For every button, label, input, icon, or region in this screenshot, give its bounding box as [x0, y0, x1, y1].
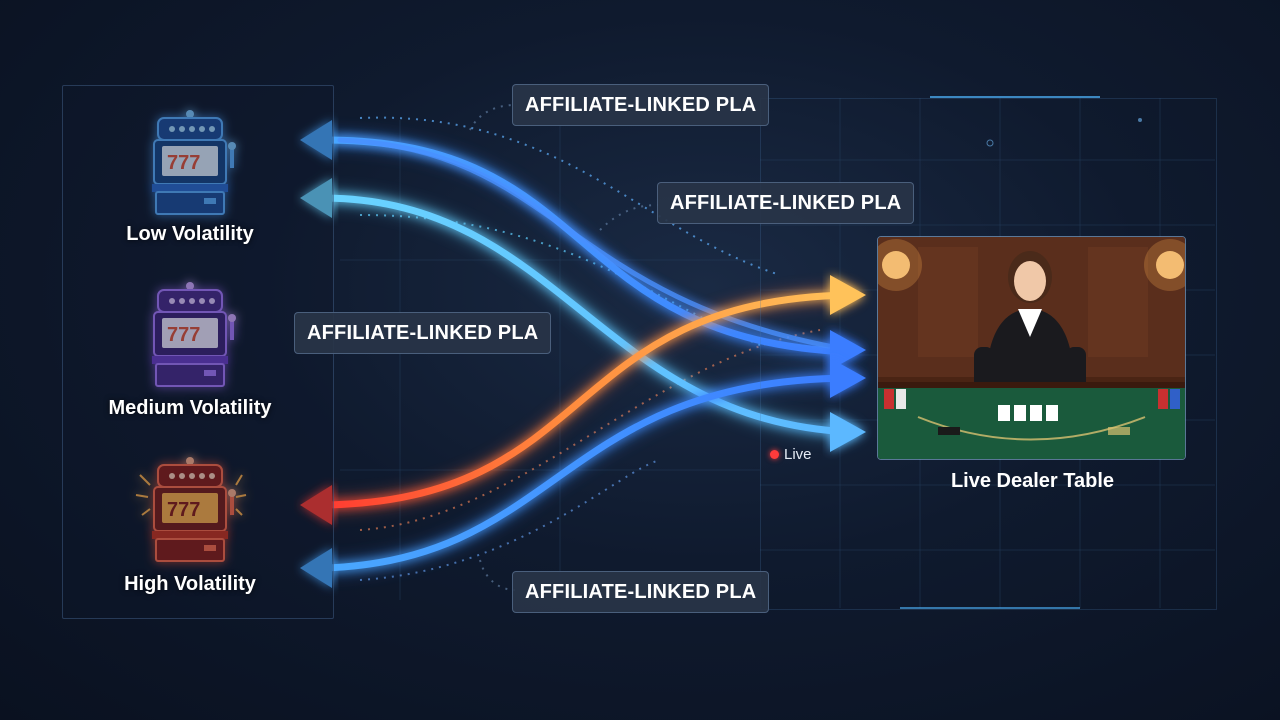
- dealer-frame: [760, 98, 1217, 610]
- background-grid: [340, 96, 1215, 609]
- live-text: Live: [784, 446, 812, 463]
- arrowhead-right-3: [830, 358, 866, 398]
- svg-text:777: 777: [167, 152, 200, 174]
- arrowhead-right-2: [830, 330, 866, 370]
- svg-text:777: 777: [167, 324, 200, 346]
- arrowhead-right-1: [830, 275, 866, 315]
- live-indicator: Live: [770, 446, 812, 463]
- affiliate-tag-bottom: AFFILIATE-LINKED PLA: [512, 571, 770, 613]
- slot-machine-medium-icon: 777: [152, 282, 236, 387]
- arrowhead-left-1: [300, 120, 332, 160]
- svg-text:777: 777: [167, 499, 200, 521]
- arrowhead-right-4: [830, 412, 866, 452]
- arrowhead-left-2: [300, 178, 332, 218]
- slot-machine-high-icon: 777: [135, 457, 247, 562]
- slot-volatility-panel: [62, 85, 334, 619]
- medium-volatility-label: Medium Volatility: [108, 397, 272, 419]
- live-dot-icon: [770, 450, 779, 459]
- arrowhead-left-3: [300, 485, 332, 525]
- arrowhead-left-4: [300, 548, 332, 588]
- affiliate-tag-upper-right: AFFILIATE-LINKED PLA: [657, 182, 915, 224]
- dealer-photo: [877, 236, 1186, 460]
- flow-arrows: [300, 120, 866, 588]
- slot-machine-low-icon: 777: [152, 110, 236, 215]
- live-dealer-table-label: Live Dealer Table: [950, 470, 1115, 492]
- affiliate-tag-middle: AFFILIATE-LINKED PLA: [294, 312, 552, 354]
- low-volatility-label: Low Volatility: [126, 223, 254, 245]
- arrow-low-to-dealer: [337, 137, 853, 353]
- affiliate-tag-top: AFFILIATE-LINKED PLA: [512, 84, 770, 126]
- high-volatility-label: High Volatility: [124, 573, 256, 595]
